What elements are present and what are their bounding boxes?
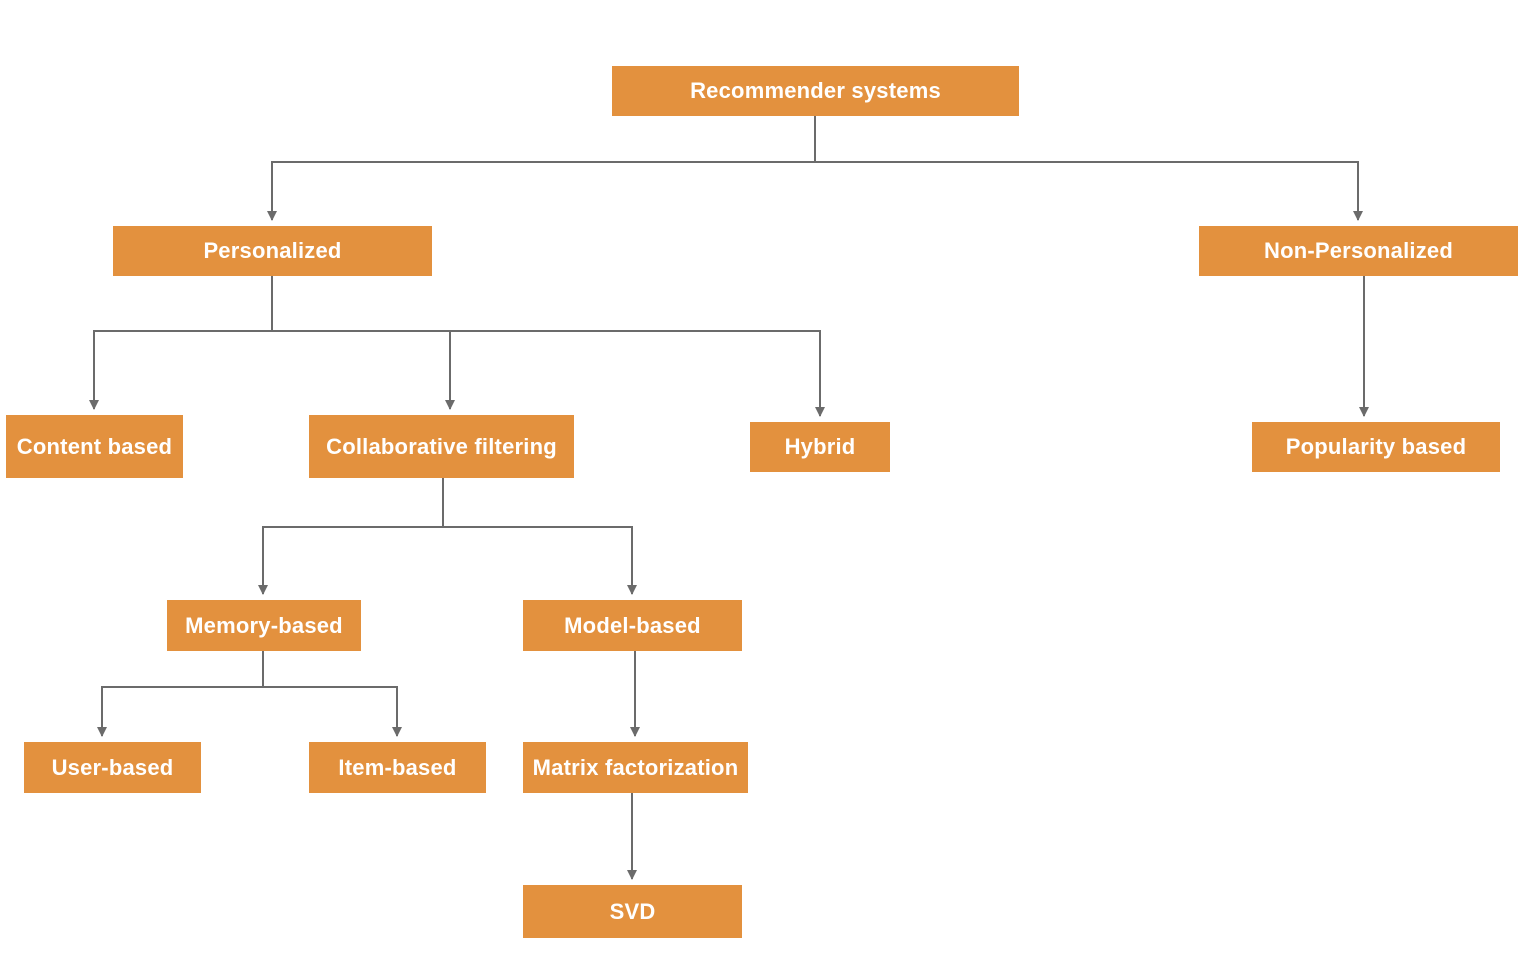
connector-collaborative-to-memory-based [258,478,444,595]
connector-personalized-to-collaborative-filtering [272,330,455,410]
node-model-based: Model-based [523,600,742,651]
node-memory-based: Memory-based [167,600,361,651]
connector-personalized-to-hybrid [450,330,825,417]
connector-memory-to-item-based [263,686,402,737]
connector-personalized-to-content-based [89,276,273,410]
node-recommender-systems: Recommender systems [612,66,1019,116]
connector-collaborative-to-model-based [443,526,637,595]
node-personalized: Personalized [113,226,432,276]
node-hybrid: Hybrid [750,422,890,472]
connector-root-to-personalized [267,116,816,221]
node-collaborative-filtering: Collaborative filtering [309,415,574,478]
connector-root-to-non-personalized [815,161,1363,221]
node-content-based: Content based [6,415,183,478]
node-non-personalized: Non-Personalized [1199,226,1518,276]
node-user-based: User-based [24,742,201,793]
node-item-based: Item-based [309,742,486,793]
node-matrix-factorization: Matrix factorization [523,742,748,793]
node-svd: SVD [523,885,742,938]
connector-memory-to-user-based [97,651,264,737]
node-popularity-based: Popularity based [1252,422,1500,472]
